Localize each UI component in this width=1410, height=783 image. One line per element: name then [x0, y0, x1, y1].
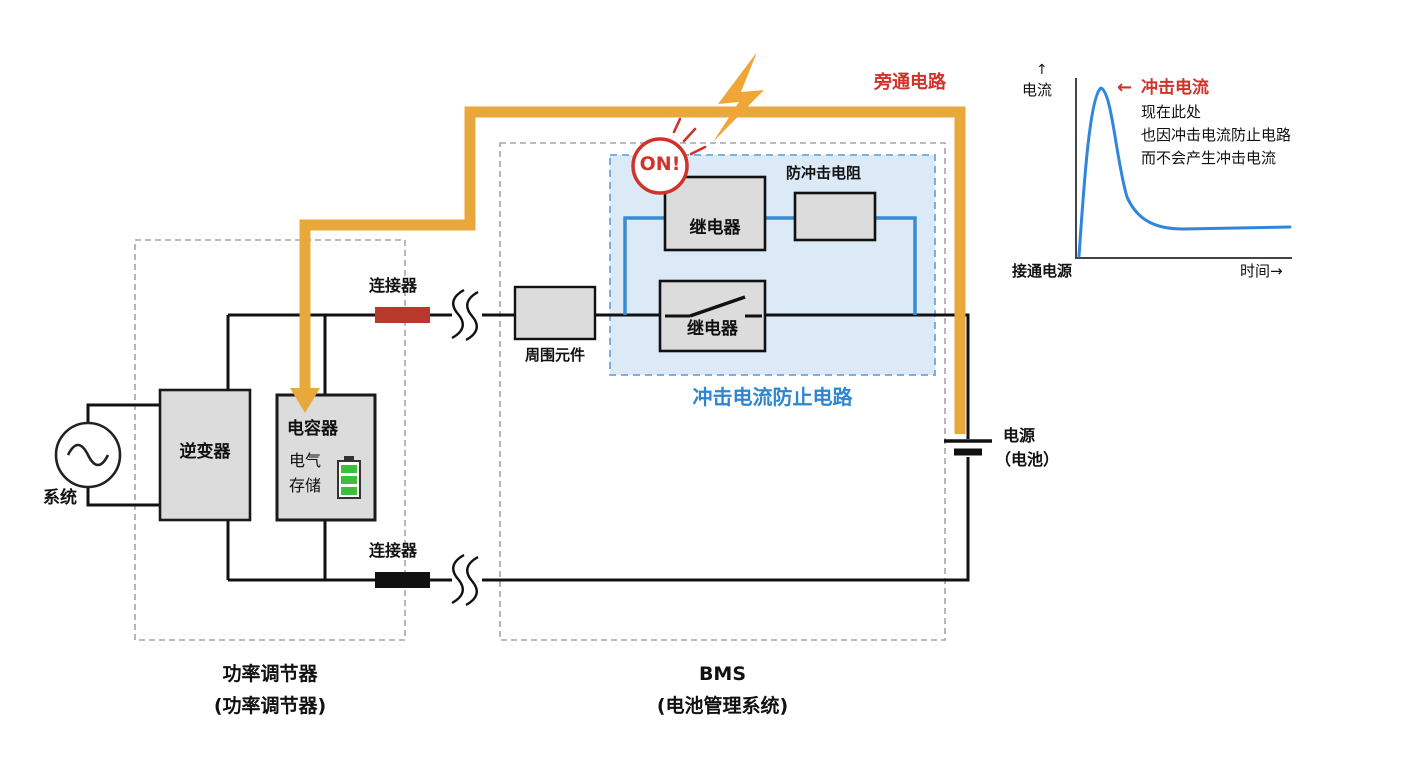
- on-badge-icon: [631, 117, 707, 195]
- ac-source-icon: [54, 421, 122, 489]
- peripheral-box: [513, 285, 597, 341]
- capacitor-sub-label-1: 电气: [289, 451, 322, 470]
- capacitor-label: 电容器: [287, 419, 338, 439]
- chart-y-label: 电流: [1022, 81, 1053, 99]
- lightning-icon: [713, 52, 764, 142]
- connector-top-label: 连接器: [369, 276, 418, 295]
- power-source-label-2: （电池）: [995, 450, 1060, 469]
- break-symbol-bottom-icon: [451, 553, 479, 607]
- peak-arrow-icon: ←: [1117, 77, 1133, 98]
- bms-box: [499, 142, 946, 641]
- inrush-resistor-box: [793, 191, 877, 242]
- inrush-curve: [1077, 86, 1292, 258]
- capacitor-box: [275, 393, 377, 522]
- main-wires: [86, 313, 970, 582]
- bms-title-1: BMS: [698, 663, 747, 685]
- inrush-blue-wire: [623, 216, 917, 315]
- break-symbol-top-icon: [451, 288, 479, 342]
- chart-origin-label: 接通电源: [1012, 262, 1073, 280]
- chart-note-2: 也因冲击电流防止电路: [1141, 126, 1292, 144]
- power-conditioner-title-2: (功率调节器): [213, 695, 327, 717]
- peak-label: 冲击电流: [1141, 78, 1209, 98]
- relay-top-label: 继电器: [689, 218, 741, 238]
- inverter-label: 逆变器: [179, 442, 231, 462]
- bypass-arrowhead-icon: [290, 388, 320, 413]
- power-source-label-1: 电源: [1003, 426, 1036, 445]
- capacitor-sub-label-2: 存储: [289, 476, 322, 495]
- bms-title-2: (电池管理系统): [656, 695, 789, 717]
- peripheral-label: 周围元件: [524, 346, 585, 364]
- power-conditioner-title-1: 功率调节器: [222, 663, 318, 685]
- connector-bottom-icon: [375, 572, 430, 588]
- relay-bottom-label: 继电器: [687, 319, 738, 339]
- battery-storage-icon: [337, 456, 361, 499]
- inrush-circuit-title: 冲击电流防止电路: [692, 385, 853, 409]
- chart-x-label: 时间→: [1240, 262, 1283, 280]
- chart-note-3: 而不会产生冲击电流: [1141, 149, 1277, 167]
- connector-bottom-label: 连接器: [369, 541, 418, 560]
- power-conditioner-box: [134, 239, 406, 641]
- inrush-chart: [1075, 78, 1292, 259]
- chart-note-1: 现在此处: [1141, 103, 1202, 121]
- relay-switch-icon: [665, 295, 762, 318]
- relay-bottom-box: [658, 279, 767, 353]
- connector-top-icon: [375, 307, 430, 323]
- alert-spark-lines-icon: [672, 117, 707, 156]
- bypass-route: [290, 106, 966, 434]
- bypass-circuit-label: 旁通电路: [874, 72, 946, 93]
- inrush-resistor-label: 防冲击电阻: [786, 164, 862, 182]
- system-label: 系统: [43, 488, 77, 508]
- inverter-box: [158, 388, 252, 522]
- battery-symbol-icon: [944, 439, 992, 456]
- on-badge-label: ON!: [639, 153, 681, 175]
- chart-y-axis-arrow: ↑: [1036, 62, 1048, 78]
- relay-top-box: [663, 175, 767, 252]
